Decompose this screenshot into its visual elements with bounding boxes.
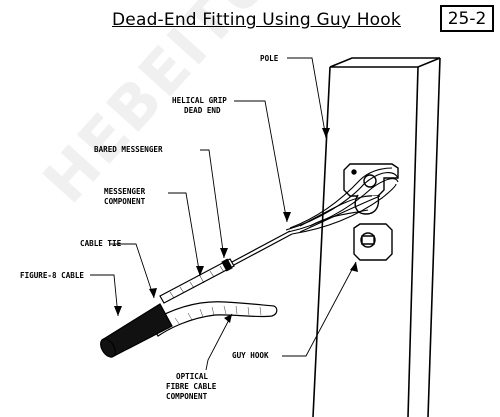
messenger-hatch xyxy=(169,265,225,299)
label-helical-grip-1: HELICAL GRIP xyxy=(172,96,227,105)
messenger-component xyxy=(159,258,235,304)
pole xyxy=(312,57,441,417)
label-optical-3: COMPONENT xyxy=(166,392,208,401)
label-messenger-2: COMPONENT xyxy=(104,197,146,206)
bared-messenger xyxy=(231,230,293,267)
label-pole: POLE xyxy=(260,54,279,63)
optical-fibre-component xyxy=(149,301,278,337)
leader-lines xyxy=(90,57,357,371)
leader-arrowheads xyxy=(114,128,358,323)
figure8-cable xyxy=(100,303,173,358)
label-optical-1: OPTICAL xyxy=(176,372,209,381)
label-bared-messenger: BARED MESSENGER xyxy=(94,145,163,154)
guy-hook-lower xyxy=(353,223,393,261)
label-figure8-cable: FIGURE-8 CABLE xyxy=(20,271,85,280)
helical-grip xyxy=(285,167,399,235)
figure-number: 25-2 xyxy=(440,5,494,32)
label-optical-2: FIBRE CABLE xyxy=(166,382,217,391)
label-messenger-1: MESSENGER xyxy=(104,187,146,196)
label-guy-hook: GUY HOOK xyxy=(232,351,269,360)
diagram-title: Dead-End Fitting Using Guy Hook xyxy=(112,10,401,30)
label-helical-grip-2: DEAD END xyxy=(184,106,221,115)
cable-tie xyxy=(221,258,233,272)
guy-hook-upper xyxy=(343,163,399,215)
label-cable-tie: CABLE TIE xyxy=(80,239,122,248)
